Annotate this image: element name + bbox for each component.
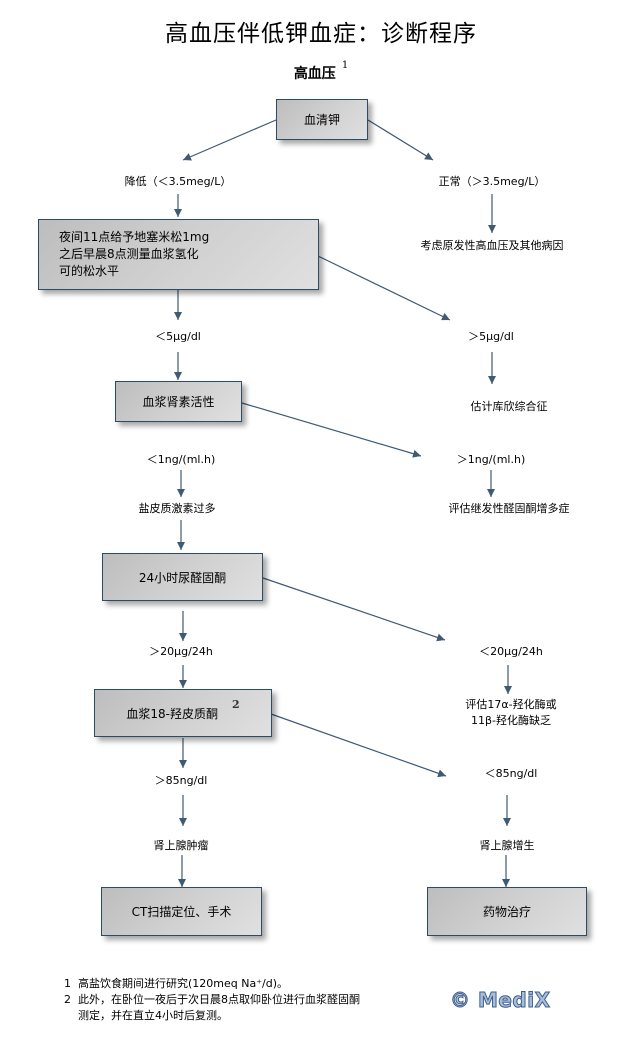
- arrow-urine-low: [262, 577, 446, 642]
- root-label: 高血压: [293, 66, 336, 82]
- medix-logo: © MediX: [450, 988, 551, 1013]
- footnote-number: 1: [64, 977, 71, 990]
- label-low-potassium: 降低（＜3.5meg/L）: [124, 175, 232, 188]
- root-node-hypertension: 高血压 1: [0, 60, 642, 83]
- label-aldosterone-low: ＜20μg/24h: [479, 645, 543, 658]
- page-title: 高血压伴低钾血症：诊断程序: [165, 21, 477, 47]
- label-cortisol-high: ＞5μg/dl: [468, 330, 514, 343]
- label-hoc-high: ＞85ng/dl: [154, 774, 208, 787]
- label-renin-high: ＞1ng/(ml.h): [456, 453, 526, 466]
- arrow-renin-high: [241, 402, 422, 458]
- label-aldosterone-high: ＞20μg/24h: [149, 645, 213, 658]
- footnote-text: 此外，在卧位一夜后于次日晨8点取仰卧位进行血浆醛固酮: [78, 993, 360, 1006]
- footnote-text: 高盐饮食期间进行研究(120meq Na⁺/d)。: [78, 977, 289, 990]
- label-normal-potassium: 正常（＞3.5meg/L）: [438, 175, 546, 188]
- label-mineralocorticoid-excess: 盐皮质激素过多: [138, 502, 216, 515]
- footnotes: 1 高盐饮食期间进行研究(120meq Na⁺/d)。 2 此外，在卧位一夜后于次日…: [64, 976, 360, 1024]
- label-cortisol-low: ＜5μg/dl: [155, 330, 201, 343]
- node-dexamethasone-text: 夜间11点给予地塞米松1mg 之后早晨8点测量血浆氢化 可的松水平: [59, 230, 210, 278]
- label-adrenal-hyperplasia: 肾上腺增生: [479, 839, 535, 852]
- node-drug-therapy: 药物治疗: [427, 887, 587, 936]
- footnote-number: [64, 1008, 78, 1024]
- node-ct-surgery: CT扫描定位、手术: [101, 887, 262, 936]
- node-plasma-renin: 血浆肾素活性: [115, 381, 242, 422]
- node-serum-potassium: 血清钾: [276, 99, 368, 140]
- node-hydroxycorticosterone-text: 血浆18-羟皮质酮: [126, 706, 218, 721]
- footnote-text: 测定，并在直立4小时后复测。: [78, 1009, 228, 1022]
- label-adrenal-adenoma: 肾上腺肿瘤: [153, 839, 209, 852]
- arrow-potassium-low: [182, 119, 277, 161]
- label-enzyme-deficiency: 评估17α-羟化酶或 11β-羟化酶缺乏: [465, 697, 556, 729]
- label-cushing-syndrome: 估计库欣综合征: [470, 400, 548, 413]
- arrow-dexa-high: [317, 255, 451, 321]
- arrow-potassium-normal: [367, 119, 434, 161]
- label-hoc-low: ＜85ng/dl: [484, 767, 538, 780]
- label-enzyme-deficiency-line1: 评估17α-羟化酶或: [465, 698, 557, 711]
- arrow-hoc-low: [270, 713, 447, 778]
- footnote-ref-1: 1: [341, 60, 349, 72]
- footnote-2-continued: 测定，并在直立4小时后复测。: [64, 1008, 360, 1024]
- label-enzyme-deficiency-line2: 11β-羟化酶缺乏: [471, 714, 551, 727]
- footnote-ref-2: 2: [231, 697, 240, 711]
- node-hydroxycorticosterone: 血浆18-羟皮质酮 2: [94, 689, 272, 737]
- node-urine-aldosterone: 24小时尿醛固酮: [102, 553, 263, 601]
- label-renin-low: ＜1ng/(ml.h): [146, 453, 216, 466]
- label-consider-primary-hypertension: 考虑原发性高血压及其他病因: [420, 239, 564, 252]
- footnote-number: 2: [64, 993, 71, 1006]
- node-dexamethasone-test: 夜间11点给予地塞米松1mg 之后早晨8点测量血浆氢化 可的松水平: [38, 219, 319, 290]
- footnote-2: 2 此外，在卧位一夜后于次日晨8点取仰卧位进行血浆醛固酮: [64, 992, 360, 1008]
- label-secondary-aldosteronism: 评估继发性醛固酮增多症: [448, 502, 570, 515]
- footnote-1: 1 高盐饮食期间进行研究(120meq Na⁺/d)。: [64, 976, 360, 992]
